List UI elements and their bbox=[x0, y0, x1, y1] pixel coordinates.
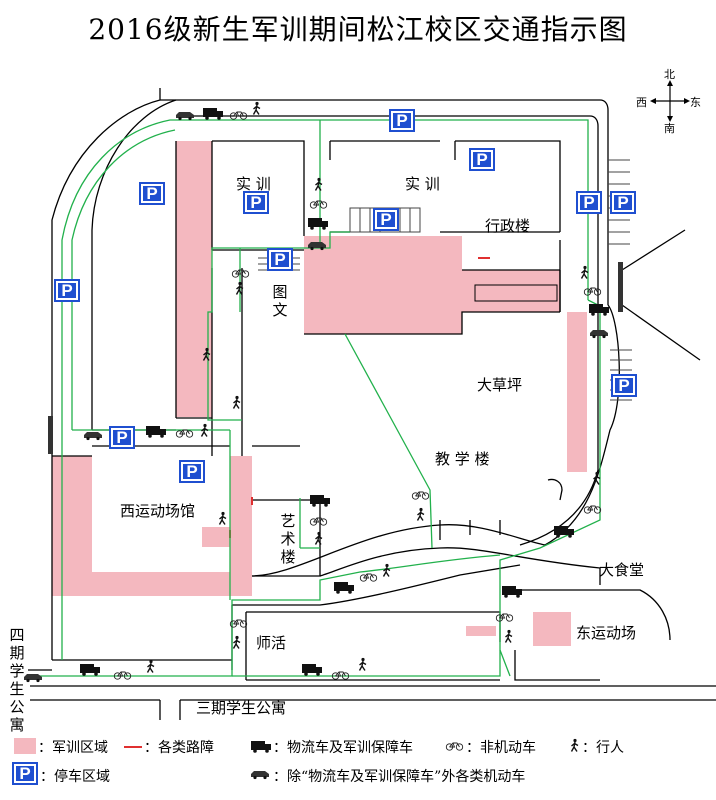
truck-icon bbox=[502, 586, 522, 598]
truck-icon bbox=[203, 108, 223, 120]
label-art: 艺术楼 bbox=[280, 512, 296, 566]
compass-east: 东 bbox=[690, 96, 701, 109]
parking-icon bbox=[611, 374, 637, 397]
pedestrian-icon bbox=[592, 471, 601, 486]
bicycle-icon bbox=[359, 573, 378, 582]
pedestrian-icon bbox=[200, 423, 209, 438]
training-zone-admin-east bbox=[462, 270, 560, 312]
parking-icon bbox=[610, 191, 636, 214]
truck-icon bbox=[80, 664, 100, 676]
car-icon bbox=[24, 674, 42, 683]
label-shihuo: 师活 bbox=[256, 634, 287, 652]
pedestrian-icon bbox=[314, 531, 323, 546]
car-icons bbox=[24, 112, 608, 683]
training-zone-west-strip bbox=[176, 141, 212, 417]
legend-logistics-text: ：物流车及军训保障车 bbox=[273, 740, 413, 756]
pedestrian-icon bbox=[314, 177, 323, 192]
legend-pedestrian-text: ：行人 bbox=[582, 740, 624, 756]
parking-icon bbox=[267, 248, 293, 271]
truck-icon bbox=[589, 304, 609, 316]
training-zone-east-field-side bbox=[466, 626, 496, 636]
training-zone-west-gym-side bbox=[202, 527, 232, 547]
car-icon bbox=[84, 432, 102, 441]
pedestrian-icon bbox=[580, 265, 589, 280]
parking-icon bbox=[373, 208, 399, 231]
parking-icon bbox=[109, 426, 135, 449]
training-zone-east-field bbox=[533, 612, 571, 646]
label-admin: 行政楼 bbox=[485, 217, 531, 235]
car-icon bbox=[176, 112, 194, 121]
legend-symbols bbox=[14, 738, 579, 780]
bicycle-icon bbox=[175, 429, 194, 438]
label-dorm3: 三期学生公寓 bbox=[196, 699, 287, 717]
pedestrian-icon bbox=[382, 563, 391, 578]
truck-icon bbox=[146, 426, 166, 438]
parking-icon bbox=[576, 191, 602, 214]
truck-icon bbox=[251, 741, 271, 753]
label-east-field: 东运动场 bbox=[576, 624, 637, 642]
pedestrian-icon bbox=[218, 511, 227, 526]
bicycle-icon bbox=[583, 505, 602, 514]
parking-icon bbox=[243, 191, 269, 214]
legend-roadblock-text: ：各类路障 bbox=[144, 740, 214, 756]
compass-icon: 北 南 西 东 bbox=[636, 68, 702, 135]
bicycle-icon bbox=[229, 619, 248, 628]
routes bbox=[36, 119, 601, 677]
compass-south: 南 bbox=[664, 122, 675, 135]
pedestrian-icon bbox=[570, 738, 579, 753]
pedestrian-icon bbox=[232, 395, 241, 410]
parking-icon bbox=[469, 148, 495, 171]
training-zone-admin bbox=[304, 236, 462, 334]
training-zone-west-gym bbox=[52, 456, 252, 596]
pedestrian-icon bbox=[252, 101, 261, 116]
parking-icon bbox=[139, 182, 165, 205]
truck-icon bbox=[554, 526, 574, 538]
parking-icon bbox=[54, 279, 80, 302]
bicycle-icon bbox=[309, 517, 328, 526]
truck-icon bbox=[334, 582, 354, 594]
label-training-left: 实 训 bbox=[236, 175, 271, 193]
pedestrian-icon bbox=[416, 507, 425, 522]
label-teaching: 教 学 楼 bbox=[435, 450, 490, 468]
legend-training-swatch bbox=[14, 738, 36, 754]
bicycle-icon bbox=[411, 491, 430, 500]
pedestrian-icon bbox=[504, 629, 513, 644]
parking-icon bbox=[179, 460, 205, 483]
gates bbox=[48, 262, 623, 454]
car-icon bbox=[590, 330, 608, 339]
compass-west: 西 bbox=[636, 96, 647, 109]
legend-other-motor-text: ：除“物流车及军训保障车”外各类机动车 bbox=[273, 769, 526, 785]
car-icon bbox=[251, 771, 269, 780]
pedestrian-icon bbox=[358, 657, 367, 672]
parking-icon bbox=[389, 109, 415, 132]
pedestrian-icon bbox=[146, 659, 155, 674]
label-west-gym: 西运动场馆 bbox=[120, 502, 196, 520]
truck-icon bbox=[308, 218, 328, 230]
label-library: 图文 bbox=[272, 283, 288, 319]
label-dorm4: 四期学生公寓 bbox=[9, 626, 25, 734]
training-zone-east-strip bbox=[567, 312, 587, 472]
parking-icon bbox=[12, 762, 38, 785]
truck-icon bbox=[302, 664, 322, 676]
legend-parking-text: ：停车区域 bbox=[40, 769, 110, 785]
legend-training-text: ：军训区域 bbox=[38, 740, 108, 756]
bicycle-icon bbox=[309, 200, 328, 209]
bicycle-icon bbox=[445, 742, 464, 751]
legend-nonmotor-text: ：非机动车 bbox=[466, 740, 536, 756]
bicycle-icon bbox=[495, 613, 514, 622]
compass-north: 北 bbox=[664, 68, 675, 81]
training-zones bbox=[52, 141, 587, 646]
label-training-right: 实 训 bbox=[405, 175, 440, 193]
label-canteen: 大食堂 bbox=[599, 561, 645, 579]
map-title: 2016级新生军训期间松江校区交通指示图 bbox=[88, 13, 628, 46]
pedestrian-icon bbox=[232, 635, 241, 650]
label-lawn: 大草坪 bbox=[477, 376, 523, 394]
